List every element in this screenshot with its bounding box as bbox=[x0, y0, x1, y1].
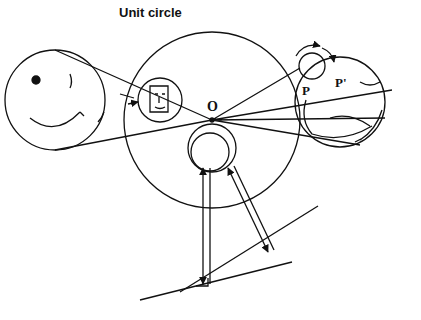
base-line bbox=[140, 262, 292, 300]
small-face-circle bbox=[138, 78, 182, 122]
rotation-arrow bbox=[322, 48, 334, 62]
lower-circle bbox=[188, 124, 236, 172]
small-face bbox=[150, 86, 168, 112]
inverse-circle bbox=[295, 57, 385, 147]
point-label: O bbox=[206, 100, 219, 114]
right-angle-mark bbox=[196, 278, 208, 286]
distance-arrow bbox=[202, 168, 203, 284]
point-label: P bbox=[301, 84, 311, 97]
projection-arrow bbox=[120, 94, 138, 104]
distance-line bbox=[209, 168, 210, 284]
face-mouth bbox=[30, 112, 84, 127]
circle-title: Unit circle bbox=[118, 6, 183, 19]
point-label: P' bbox=[334, 76, 348, 89]
face-eye bbox=[70, 74, 72, 88]
slanted-line bbox=[180, 206, 318, 292]
rotation-arrow bbox=[296, 45, 320, 56]
projection-line bbox=[212, 68, 392, 145]
inverse-curve bbox=[360, 110, 382, 140]
small-face-features bbox=[155, 94, 165, 109]
inverse-image bbox=[304, 82, 380, 138]
face-mark bbox=[98, 112, 104, 122]
face-eye bbox=[32, 76, 40, 84]
distance-arrow bbox=[228, 168, 268, 252]
p-circle bbox=[299, 53, 325, 79]
lower-circle bbox=[191, 133, 229, 171]
projection-line bbox=[55, 50, 212, 150]
